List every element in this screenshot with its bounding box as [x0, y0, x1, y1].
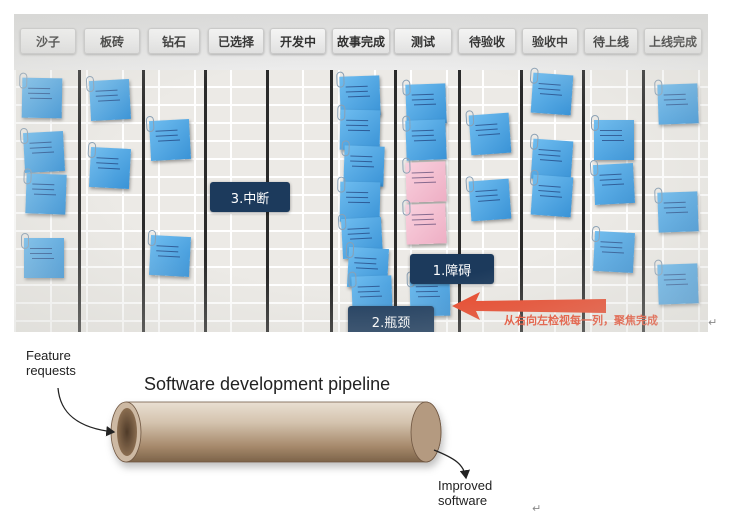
pipe-cylinder: [110, 401, 442, 463]
paperclip-icon: [589, 159, 599, 177]
pipeline-diagram: Feature requests Software development pi…: [14, 340, 574, 520]
obstacle-label: 1.障碍: [410, 254, 494, 284]
interruption-label: 3.中断: [210, 182, 290, 212]
return-mark: ↵: [708, 316, 718, 329]
paperclip-icon: [19, 127, 29, 145]
column-header: 钻石: [148, 28, 200, 54]
feature-requests-line-1: Feature: [26, 348, 71, 363]
column-divider: [204, 70, 207, 332]
paperclip-icon: [147, 229, 157, 247]
paperclip-icon: [341, 140, 350, 157]
column-divider: [78, 70, 81, 332]
sticky-note: [87, 141, 132, 190]
sticky-note: [591, 225, 636, 274]
sticky-note: [19, 127, 66, 174]
bottleneck-label: 2.瓶颈: [348, 306, 434, 332]
sticky-note: [21, 233, 64, 278]
column-divider: [582, 70, 585, 332]
paperclip-icon: [348, 271, 357, 288]
paperclip-icon: [21, 233, 29, 249]
paperclip-icon: [85, 75, 95, 93]
feature-requests-label: Feature requests: [26, 348, 76, 378]
sticky-note: [465, 176, 512, 222]
paperclip-icon: [337, 104, 346, 121]
paperclip-icon: [402, 157, 411, 174]
paperclip-icon: [23, 168, 32, 185]
paperclip-icon: [591, 225, 601, 243]
column-header: 待验收: [458, 28, 516, 54]
left-arrow-icon: [452, 292, 606, 320]
column-header: 测试: [394, 28, 452, 54]
sticky-note: [147, 229, 192, 278]
sticky-note: [529, 169, 574, 218]
sticky-note: [654, 259, 699, 305]
sticky-note-pink: [402, 157, 447, 203]
paperclip-icon: [336, 71, 345, 88]
kanban-board: 沙子板砖钻石已选择开发中故事完成测试待验收验收中待上线上线完成 3.中断 1.障…: [14, 14, 708, 332]
improved-software-line-2: software: [438, 493, 488, 508]
paperclip-icon: [345, 241, 355, 259]
paperclip-icon: [87, 141, 97, 159]
column-divider: [642, 70, 645, 332]
column-divider: [330, 70, 333, 332]
improved-software-label: Improved software: [438, 478, 492, 508]
paperclip-icon: [402, 79, 411, 96]
sticky-note: [529, 67, 574, 116]
pipeline-graphic: [57, 387, 471, 480]
column-header: 故事完成: [332, 28, 390, 54]
paperclip-icon: [337, 176, 346, 193]
sticky-note: [589, 159, 636, 206]
input-arrow: [57, 387, 116, 437]
sticky-note: [654, 187, 699, 233]
paperclip-icon: [402, 199, 411, 216]
column-header: 上线完成: [644, 28, 702, 54]
column-header: 沙子: [20, 28, 76, 54]
column-header: 已选择: [208, 28, 264, 54]
review-instruction: 从右向左检视每一列，聚焦完成: [504, 314, 658, 327]
sticky-note: [591, 115, 634, 160]
sticky-note: [341, 140, 385, 187]
paperclip-icon: [402, 115, 411, 132]
paperclip-icon: [145, 115, 155, 133]
column-divider: [142, 70, 145, 332]
column-header: 待上线: [584, 28, 638, 54]
column-divider: [520, 70, 523, 332]
feature-requests-line-2: requests: [26, 363, 76, 378]
sticky-note: [465, 110, 512, 156]
column-divider: [394, 70, 397, 332]
paperclip-icon: [465, 110, 475, 127]
column-divider: [458, 70, 461, 332]
pipeline-title: Software development pipeline: [144, 374, 391, 394]
sticky-note: [85, 75, 132, 122]
paperclip-icon: [654, 259, 663, 276]
sticky-note: [19, 72, 63, 119]
paperclip-icon: [591, 115, 599, 131]
sticky-note-pink: [402, 199, 447, 245]
sticky-note: [145, 115, 192, 162]
sticky-note: [23, 168, 67, 215]
paperclip-icon: [529, 169, 539, 186]
sticky-note: [654, 79, 699, 125]
return-mark: ↵: [532, 502, 542, 515]
column-header: 板砖: [84, 28, 140, 54]
improved-software-line-1: Improved: [438, 478, 493, 493]
sticky-note: [402, 115, 447, 161]
paperclip-icon: [19, 72, 28, 89]
output-arrow: [433, 449, 471, 480]
paperclip-icon: [654, 79, 663, 96]
paperclip-icon: [529, 133, 539, 150]
paperclip-icon: [337, 213, 347, 231]
paperclip-icon: [529, 67, 539, 84]
paperclip-icon: [654, 187, 663, 204]
paperclip-icon: [465, 176, 475, 193]
column-header: 开发中: [270, 28, 326, 54]
column-header: 验收中: [522, 28, 578, 54]
